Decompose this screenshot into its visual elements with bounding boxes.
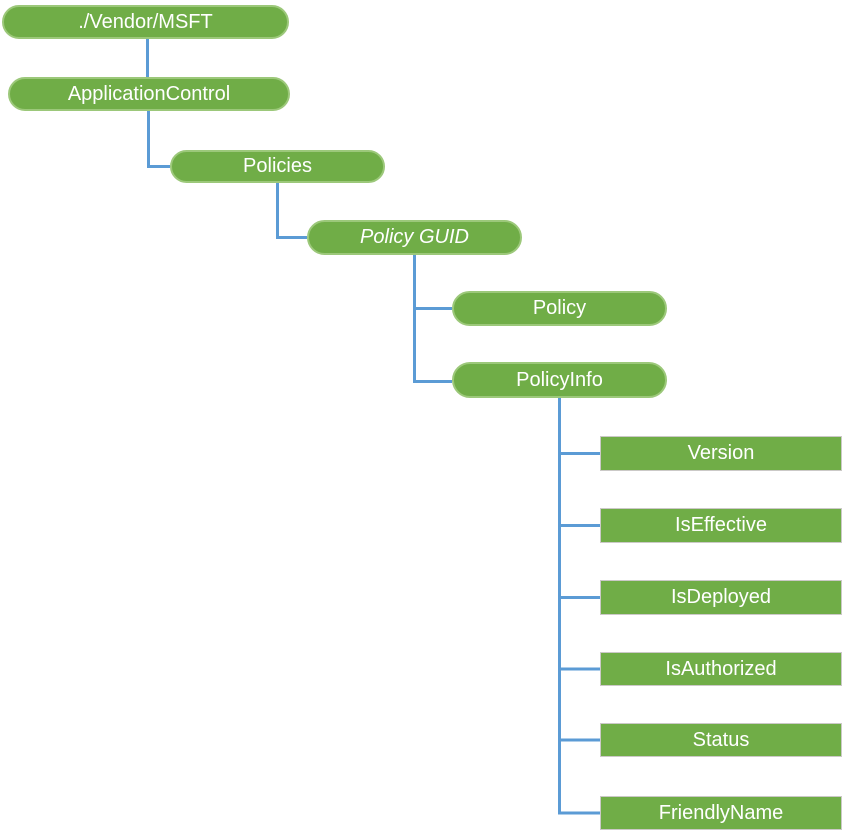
node-version: Version: [600, 436, 842, 471]
node-policy-guid: Policy GUID: [307, 220, 522, 255]
connector-policyinfo-trunk-to-friendlyname: [558, 398, 600, 815]
node-friendly-name: FriendlyName: [600, 796, 842, 830]
node-is-effective: IsEffective: [600, 508, 842, 543]
connector-policies-to-policyguid: [276, 183, 307, 239]
node-policies: Policies: [170, 150, 385, 183]
connector-applicationcontrol-to-policies: [147, 111, 170, 168]
node-policy: Policy: [452, 291, 667, 326]
node-vendor-msft: ./Vendor/MSFT: [2, 5, 289, 39]
node-policy-info: PolicyInfo: [452, 362, 667, 398]
node-application-control: ApplicationControl: [8, 77, 290, 111]
connector-policyguid-trunk-to-policyinfo: [413, 255, 452, 383]
node-is-authorized: IsAuthorized: [600, 652, 842, 686]
node-is-deployed: IsDeployed: [600, 580, 842, 615]
node-status: Status: [600, 723, 842, 757]
